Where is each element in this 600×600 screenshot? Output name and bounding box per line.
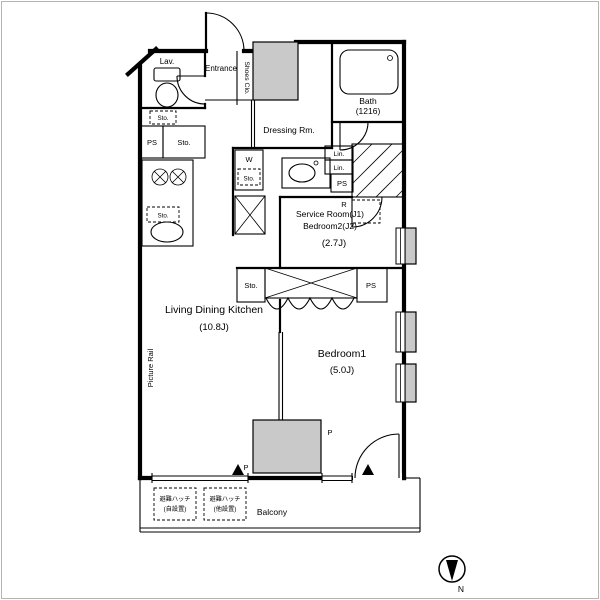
balcony-label: Balcony [257,507,288,517]
linen-label-2: Lin. [334,165,345,172]
kitchen-storage-label: Sto. [157,213,168,220]
room-dressing: Dressing Rm. W Sto. [231,100,334,237]
entrance-label: Entrance [205,64,238,73]
ldk-label: Living Dining Kitchen [165,304,263,316]
fridge-box [351,199,381,224]
bedroom-balcony-door [353,433,402,483]
bedroom1-size-label: (5.0J) [330,365,354,376]
fridge-label: R [341,200,347,209]
room-bedroom1: Bedroom1 (5.0J) [318,348,367,376]
room-service: R Service Room(J1) Bedroom2(J2) (2.7J) [278,143,405,270]
bedroom2-label: Bedroom2(J2) [303,221,357,231]
picture-rail-label: Picture Rail [146,349,155,388]
pillar-label-bottom: P [243,463,248,472]
vanity-icon [281,157,331,189]
hatch-b-sub: (他設置) [214,505,237,513]
kitchen-counter: Sto. [141,159,194,247]
service-room-label: Service Room(J1) [296,209,364,219]
compass-icon: N [438,555,466,594]
room-bath: Bath (1216) [330,40,406,151]
bathtub-icon [339,49,399,95]
sink-icon [150,221,184,243]
washer-label: W [245,155,253,164]
bath-label: Bath [359,96,377,106]
shaft-block [252,41,299,101]
stove-burner-icon [151,168,187,186]
room-ldk: PS Sto. Sto. Living Dining Kitchen (10.8… [140,125,263,388]
closet-row: Sto. PS [235,266,406,310]
pillar-block [252,419,322,474]
room-entrance: Entrance Shoes Clo. [205,51,253,105]
linen-label-1: Lin. [334,151,345,158]
room-lav: Lav. Sto. [138,49,207,125]
balcony: Balcony 避難ハッチ (自設置) 避難ハッチ (他設置) [139,477,421,533]
service-closet [351,143,405,198]
service-size-label: (2.7J) [322,238,346,249]
compass-north-label: N [458,584,464,594]
evacuation-hatch-b: 避難ハッチ (他設置) [203,487,247,521]
linen-stack: Lin. Lin. PS [324,145,354,193]
lav-storage-box [149,110,177,125]
pillar-label-top: P [327,428,332,437]
storage-label-left: Sto. [177,138,190,147]
closet-row-storage-label: Sto. [244,281,257,290]
entrance-door [204,11,245,53]
ps-label-right: PS [366,281,376,290]
evacuation-hatch-a: 避難ハッチ (自設置) [153,487,197,521]
bath-size-label: (1216) [356,106,381,116]
toilet-icon [153,67,181,108]
ldk-bedroom-divider [278,298,284,420]
ps-label-left: PS [147,138,157,147]
right-windows [395,227,417,403]
ps-label-middle: PS [337,179,347,188]
shoes-closet-label: Shoes Clo. [243,61,250,94]
lav-label: Lav. [160,57,175,66]
hatch-b-title: 避難ハッチ [210,495,241,503]
partition-triangle-left [232,464,244,475]
counter-box [234,195,266,235]
dressing-label: Dressing Rm. [263,125,314,135]
ldk-balcony-window [151,473,249,483]
hatch-a-sub: (自設置) [164,505,187,513]
washer-storage-label: Sto. [243,176,254,183]
hatch-a-title: 避難ハッチ [160,495,191,503]
partition-triangle-right [362,464,374,475]
ldk-size-label: (10.8J) [199,322,229,333]
bifold-doors [265,296,355,310]
lav-storage-label: Sto. [157,115,168,122]
bedroom1-label: Bedroom1 [318,348,367,360]
washer-box: W Sto. [234,149,264,191]
bedroom-balcony-window [321,473,353,483]
